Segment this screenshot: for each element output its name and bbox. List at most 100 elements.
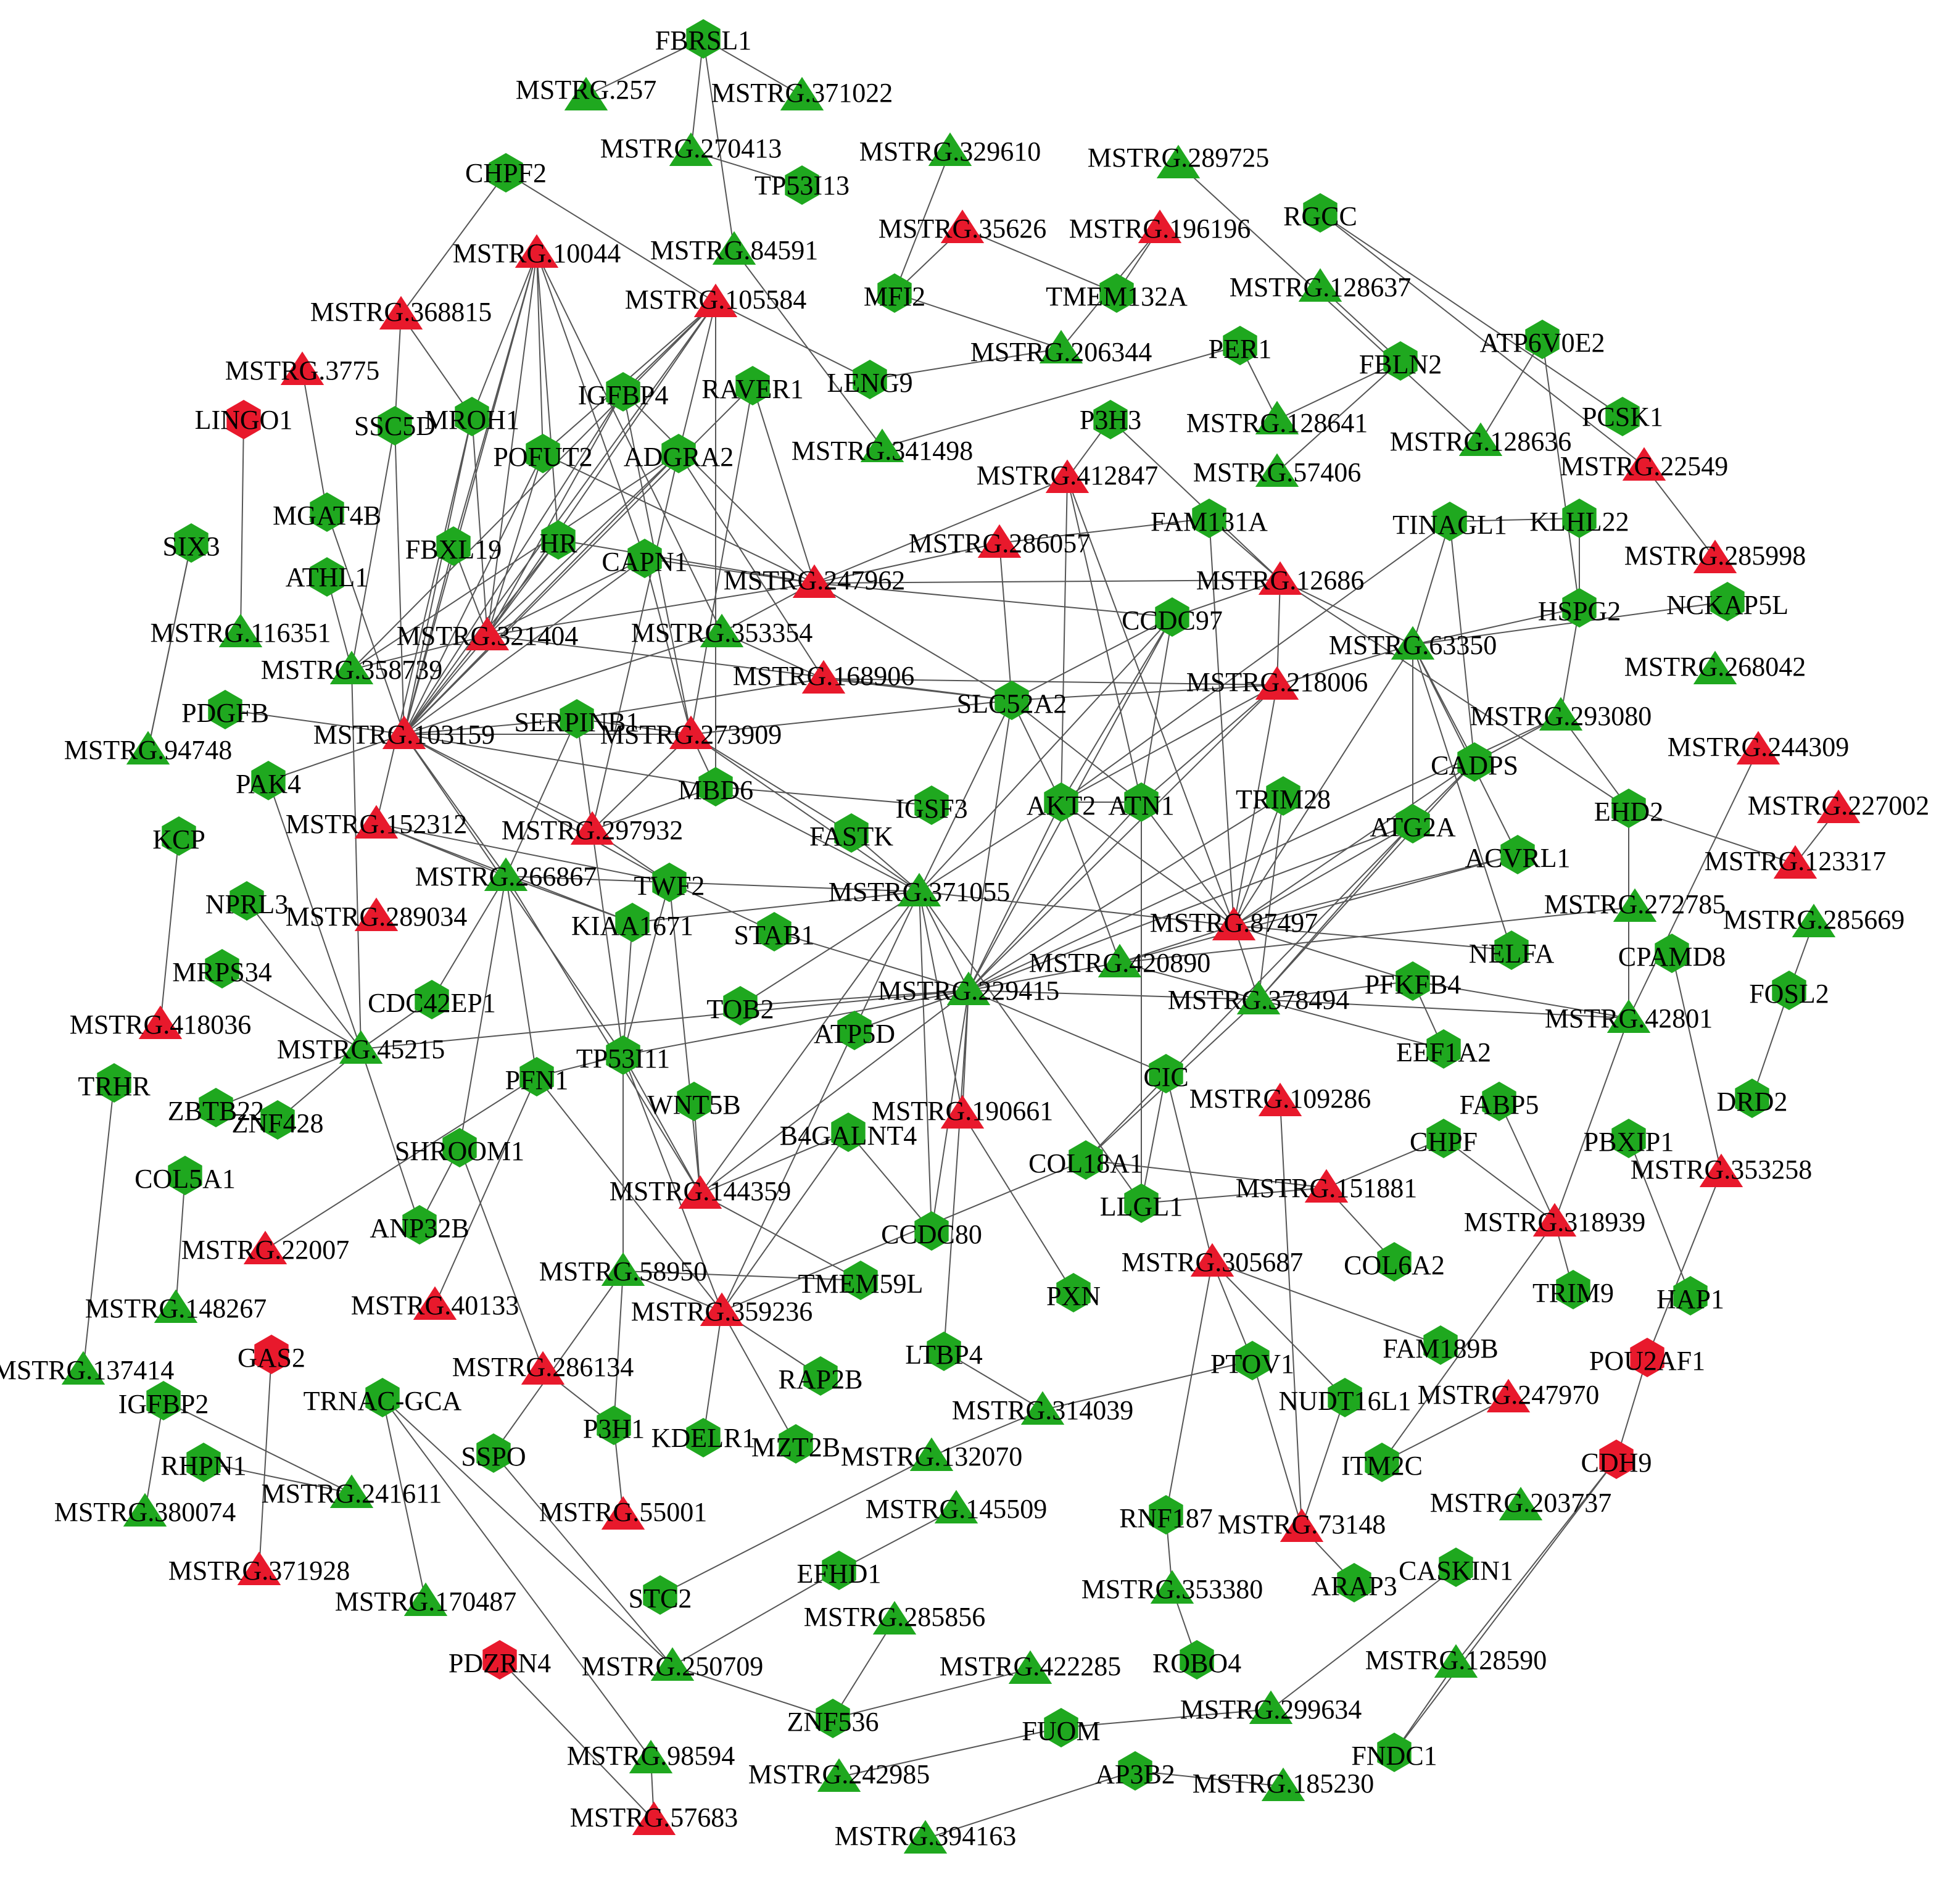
- node-m378494: MSTRG.378494: [1168, 980, 1349, 1015]
- red-triangle-marker: [700, 1292, 744, 1326]
- edge-m218006-atn1: [1141, 684, 1278, 803]
- node-ehd2: EHD2: [1594, 789, 1663, 828]
- green-hexagon-marker: [205, 949, 239, 988]
- green-hexagon-marker: [1457, 742, 1492, 782]
- edge-atg2a-m229415: [968, 823, 1413, 991]
- edge-m378494-pfkfb4: [1258, 980, 1413, 1000]
- green-hexagon-marker: [378, 406, 412, 445]
- node-m371055: MSTRG.371055: [829, 872, 1010, 907]
- node-label: LINGO1: [195, 405, 293, 435]
- green-hexagon-marker: [698, 767, 733, 806]
- node-raver1: RAVER1: [701, 366, 804, 405]
- green-hexagon-marker: [1303, 193, 1338, 233]
- node-pdgfb: PDGFB: [181, 690, 269, 729]
- edge-m144359-m266867: [505, 876, 701, 1195]
- edge-stc2-m132070: [660, 1456, 932, 1596]
- green-triangle-marker: [154, 1289, 198, 1323]
- node-fam189b: FAM189B: [1383, 1325, 1499, 1365]
- node-label: P3H1: [583, 1414, 645, 1444]
- edge-akt2-m371055: [919, 802, 1062, 892]
- node-m63350: MSTRG.63350: [1329, 626, 1497, 660]
- edge-chpf2-m368815: [400, 172, 507, 315]
- node-mrps34: MRPS34: [172, 949, 272, 988]
- node-label: MSTRG.73148: [1218, 1509, 1386, 1539]
- green-hexagon-marker: [1673, 1276, 1708, 1316]
- edge-m371055-m87497: [919, 891, 1234, 926]
- node-hap1: HAP1: [1656, 1276, 1724, 1316]
- edge-sspo-m250709: [493, 1452, 673, 1667]
- red-triangle-marker: [1736, 731, 1780, 764]
- edge-m63350-m87497: [1233, 644, 1413, 926]
- node-label: MSTRG.109286: [1189, 1084, 1371, 1114]
- edge-m218006-slc52a2: [1011, 684, 1278, 701]
- node-label: TRNAC-GCA: [304, 1386, 462, 1416]
- edge-pofut2-m103159: [403, 453, 544, 735]
- node-label: MSTRG.103159: [313, 719, 495, 750]
- red-triangle-marker: [669, 715, 713, 749]
- green-triangle-marker: [61, 1351, 105, 1385]
- node-label: MSTRG.128636: [1390, 426, 1572, 457]
- node-col18a1: COL18A1: [1028, 1140, 1143, 1180]
- green-hexagon-marker: [1433, 502, 1467, 541]
- edge-trnacgca-m250709: [382, 1397, 673, 1667]
- edge-m359236-mzt2b: [721, 1311, 796, 1444]
- red-triangle-marker: [570, 811, 614, 845]
- green-hexagon-marker: [735, 366, 770, 405]
- node-label: KLHL22: [1529, 507, 1629, 537]
- edge-hspg2-m293080: [1560, 607, 1580, 716]
- green-hexagon-marker: [1439, 1548, 1473, 1587]
- node-label: MSTRG.185230: [1193, 1768, 1375, 1799]
- node-caskin1: CASKIN1: [1399, 1548, 1513, 1587]
- node-fbxl19: FBXL19: [405, 526, 502, 566]
- node-cdh9: CDH9: [1581, 1440, 1652, 1479]
- green-hexagon-marker: [519, 1057, 554, 1096]
- green-hexagon-marker: [994, 681, 1029, 720]
- edge-m12686-m63350: [1280, 579, 1413, 645]
- edge-fosl2-drd2: [1751, 990, 1790, 1099]
- node-label: MSTRG.321404: [397, 621, 579, 651]
- node-m285669: MSTRG.285669: [1723, 903, 1904, 937]
- green-triangle-marker: [909, 1437, 954, 1471]
- node-label: MSTRG.218006: [1186, 667, 1368, 697]
- green-triangle-marker: [860, 428, 904, 462]
- node-label: ADGRA2: [624, 442, 734, 472]
- green-hexagon-marker: [1426, 1029, 1461, 1069]
- node-label: TRHR: [78, 1071, 151, 1101]
- edge-mroh1-m103159: [403, 416, 473, 735]
- green-hexagon-marker: [1149, 1495, 1183, 1535]
- edge-acvrl1-m87497: [1233, 854, 1518, 926]
- node-fbrsl1: FBRSL1: [655, 19, 751, 59]
- node-m422285: MSTRG.422285: [940, 1650, 1121, 1684]
- edge-pfn1-m40133: [434, 1076, 537, 1306]
- edge-m378494-eef1a2: [1258, 999, 1444, 1050]
- node-label: FAM131A: [1151, 507, 1268, 537]
- node-label: MSTRG.206344: [970, 337, 1152, 367]
- node-label: MSTRG.55001: [539, 1497, 708, 1527]
- node-label: MSTRG.353354: [631, 618, 813, 648]
- edge-m412847-akt2: [1061, 478, 1068, 803]
- red-triangle-marker: [521, 1351, 565, 1385]
- red-triangle-marker: [940, 1095, 985, 1129]
- node-label: KIAA1671: [571, 911, 693, 941]
- red-triangle-marker: [792, 564, 837, 598]
- green-triangle-marker: [872, 1601, 917, 1635]
- red-triangle-marker: [515, 234, 559, 268]
- node-m203737: MSTRG.203737: [1430, 1486, 1611, 1520]
- node-label: MSTRG.286134: [452, 1352, 634, 1382]
- edge-shroom1-m266867: [459, 876, 507, 1148]
- edge-m359236-tp53i11: [622, 1055, 722, 1312]
- node-label: SSPO: [461, 1441, 526, 1472]
- green-hexagon-marker: [661, 434, 696, 473]
- node-label: ZBTB22: [168, 1096, 264, 1126]
- node-label: SSC5D: [354, 411, 436, 441]
- green-triangle-marker: [669, 132, 713, 166]
- edge-rgcc-pcsk1: [1320, 212, 1623, 417]
- edge-b4galnt4-m359236: [721, 1132, 849, 1312]
- edge-m105584-adgra2: [678, 302, 716, 454]
- node-label: PXN: [1046, 1281, 1101, 1311]
- node-label: MSTRG.371022: [711, 78, 893, 108]
- red-triangle-marker: [1304, 1169, 1349, 1203]
- edge-nckap5l-m63350: [1412, 601, 1728, 645]
- node-m45215: MSTRG.45215: [277, 1030, 445, 1064]
- node-fam131a: FAM131A: [1151, 499, 1268, 538]
